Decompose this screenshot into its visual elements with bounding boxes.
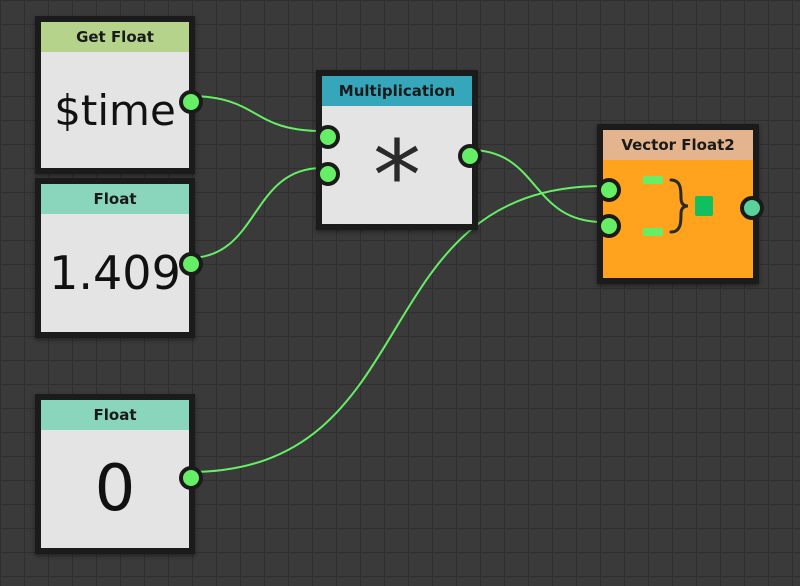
node-value[interactable]: $time xyxy=(54,85,176,135)
get-float-node[interactable]: Get Float $time xyxy=(35,16,203,174)
wire-float1-to-mult xyxy=(188,167,323,259)
input-port-a[interactable] xyxy=(316,125,340,149)
node-title: Get Float xyxy=(41,22,189,52)
node-value[interactable]: 1.409 xyxy=(49,246,181,300)
input-port-y[interactable] xyxy=(597,214,621,238)
node-title: Multiplication xyxy=(322,76,472,106)
output-port[interactable] xyxy=(179,466,203,490)
node-title: Vector Float2 xyxy=(603,130,753,160)
node-title: Float xyxy=(41,184,189,214)
float-node-a[interactable]: Float 1.409 xyxy=(35,178,203,338)
node-title: Float xyxy=(41,400,189,430)
output-port[interactable] xyxy=(458,144,482,168)
multiply-symbol: * xyxy=(373,120,421,232)
wire-getfloat-to-mult xyxy=(188,95,323,132)
node-value[interactable]: 0 xyxy=(94,452,136,526)
vector-float2-node[interactable]: Vector Float2 xyxy=(597,124,764,284)
input-port-b[interactable] xyxy=(316,162,340,186)
multiplication-node[interactable]: Multiplication * xyxy=(316,70,482,232)
combine-icon xyxy=(643,176,713,236)
float-node-b[interactable]: Float 0 xyxy=(35,394,203,554)
input-port-x[interactable] xyxy=(597,178,621,202)
wire-mult-to-vector xyxy=(469,149,604,223)
output-port[interactable] xyxy=(740,196,764,220)
output-port[interactable] xyxy=(179,90,203,114)
output-port[interactable] xyxy=(179,252,203,276)
